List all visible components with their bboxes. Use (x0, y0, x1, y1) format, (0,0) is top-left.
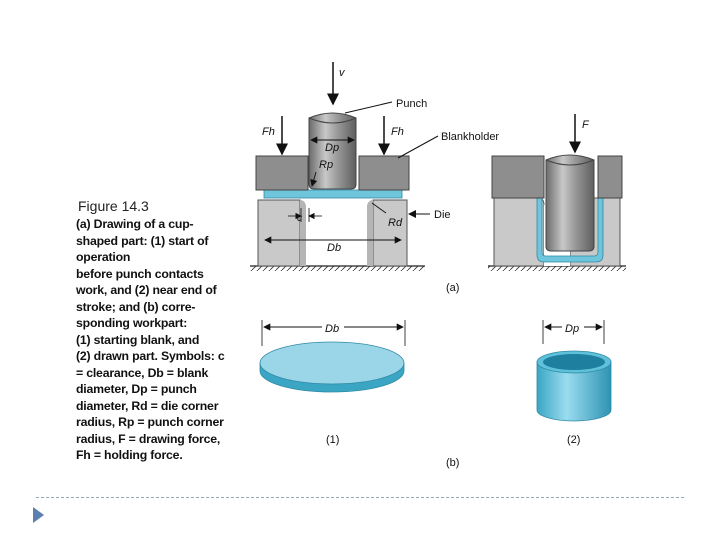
blankholder-left (255, 155, 309, 191)
cup-opening (543, 354, 605, 370)
panel-b-label: (b) (446, 457, 459, 469)
starting-blank-view: Db (259, 320, 406, 393)
caption-line: work, and (2) near end of (76, 283, 217, 297)
punch-radius-leader (310, 171, 318, 187)
cup-wall (536, 361, 612, 422)
caption-line: radius, F = drawing force, (76, 431, 221, 446)
blankholder-right (358, 155, 410, 191)
blankholder-leader (397, 135, 439, 159)
ground-hatch (488, 266, 626, 271)
blank-diameter-label: Db (327, 242, 341, 254)
punch (308, 112, 357, 190)
ground-hatch (250, 266, 425, 271)
die-left (493, 197, 545, 267)
die-radius-leader (371, 202, 387, 214)
punch-radius-label: Rp (319, 159, 333, 171)
punch-diameter-label-b: Dp (565, 323, 579, 335)
near-end-of-stroke-view: F (488, 114, 626, 271)
punch-break (545, 159, 595, 166)
punch-label: Punch (396, 98, 427, 110)
dimension-gap (322, 320, 344, 334)
velocity-label: v (339, 67, 346, 79)
caption-line: (1) starting blank, and (76, 332, 200, 347)
caption-line: diameter, Dp = punch (76, 382, 197, 396)
clearance-label: c (297, 213, 302, 224)
figure-title: Figure 14.3 (78, 198, 149, 214)
drawing-force-label: F (582, 119, 590, 131)
caption-line: (a) Drawing of a cup- (76, 217, 194, 231)
die-left (257, 199, 301, 267)
start-of-operation-view: v Punch Fh Fh Blankholder Dp Rp Rd Die c… (250, 62, 499, 271)
dimension-gap (562, 320, 584, 334)
caption-line: operation (76, 250, 131, 264)
holding-force-label-left: Fh (262, 126, 275, 138)
caption-line: sponding workpart: (76, 316, 188, 330)
figure-caption: (a) Drawing of a cup- shaped part: (1) s… (76, 216, 236, 464)
die-label: Die (434, 209, 451, 221)
caption-line: before punch contacts (76, 266, 204, 281)
slide-bullet-icon (33, 507, 44, 523)
caption-line: shaped part: (1) start of (76, 233, 209, 248)
caption-line: = clearance, Db = blank (76, 365, 209, 380)
punch (545, 154, 595, 252)
footer-divider (36, 497, 684, 498)
punch-diameter-label: Dp (325, 142, 339, 154)
die-right (372, 199, 408, 267)
drawn-part-view: Dp (536, 320, 612, 422)
die-radius-label: Rd (388, 217, 403, 229)
holding-force-label-right: Fh (391, 126, 404, 138)
panel-b1-label: (1) (326, 434, 339, 446)
caption-line: radius, Rp = punch corner (76, 415, 224, 429)
caption-line: diameter, Rd = die corner (76, 398, 219, 413)
punch-break (308, 117, 357, 124)
blank-disk (259, 341, 405, 385)
die-corner-right (367, 200, 373, 266)
caption-line: stroke; and (b) corre- (76, 299, 196, 314)
caption-line: (2) drawn part. Symbols: c (76, 349, 225, 363)
panel-a-label: (a) (446, 282, 459, 294)
blankholder-label: Blankholder (441, 131, 499, 143)
blankholder-right (597, 155, 623, 199)
punch-leader (344, 101, 393, 114)
blank-diameter-label-b: Db (325, 323, 339, 335)
blank-sheet (263, 189, 403, 199)
caption-line: Fh = holding force. (76, 448, 183, 462)
panel-b2-label: (2) (567, 434, 580, 446)
blankholder-left (491, 155, 545, 199)
